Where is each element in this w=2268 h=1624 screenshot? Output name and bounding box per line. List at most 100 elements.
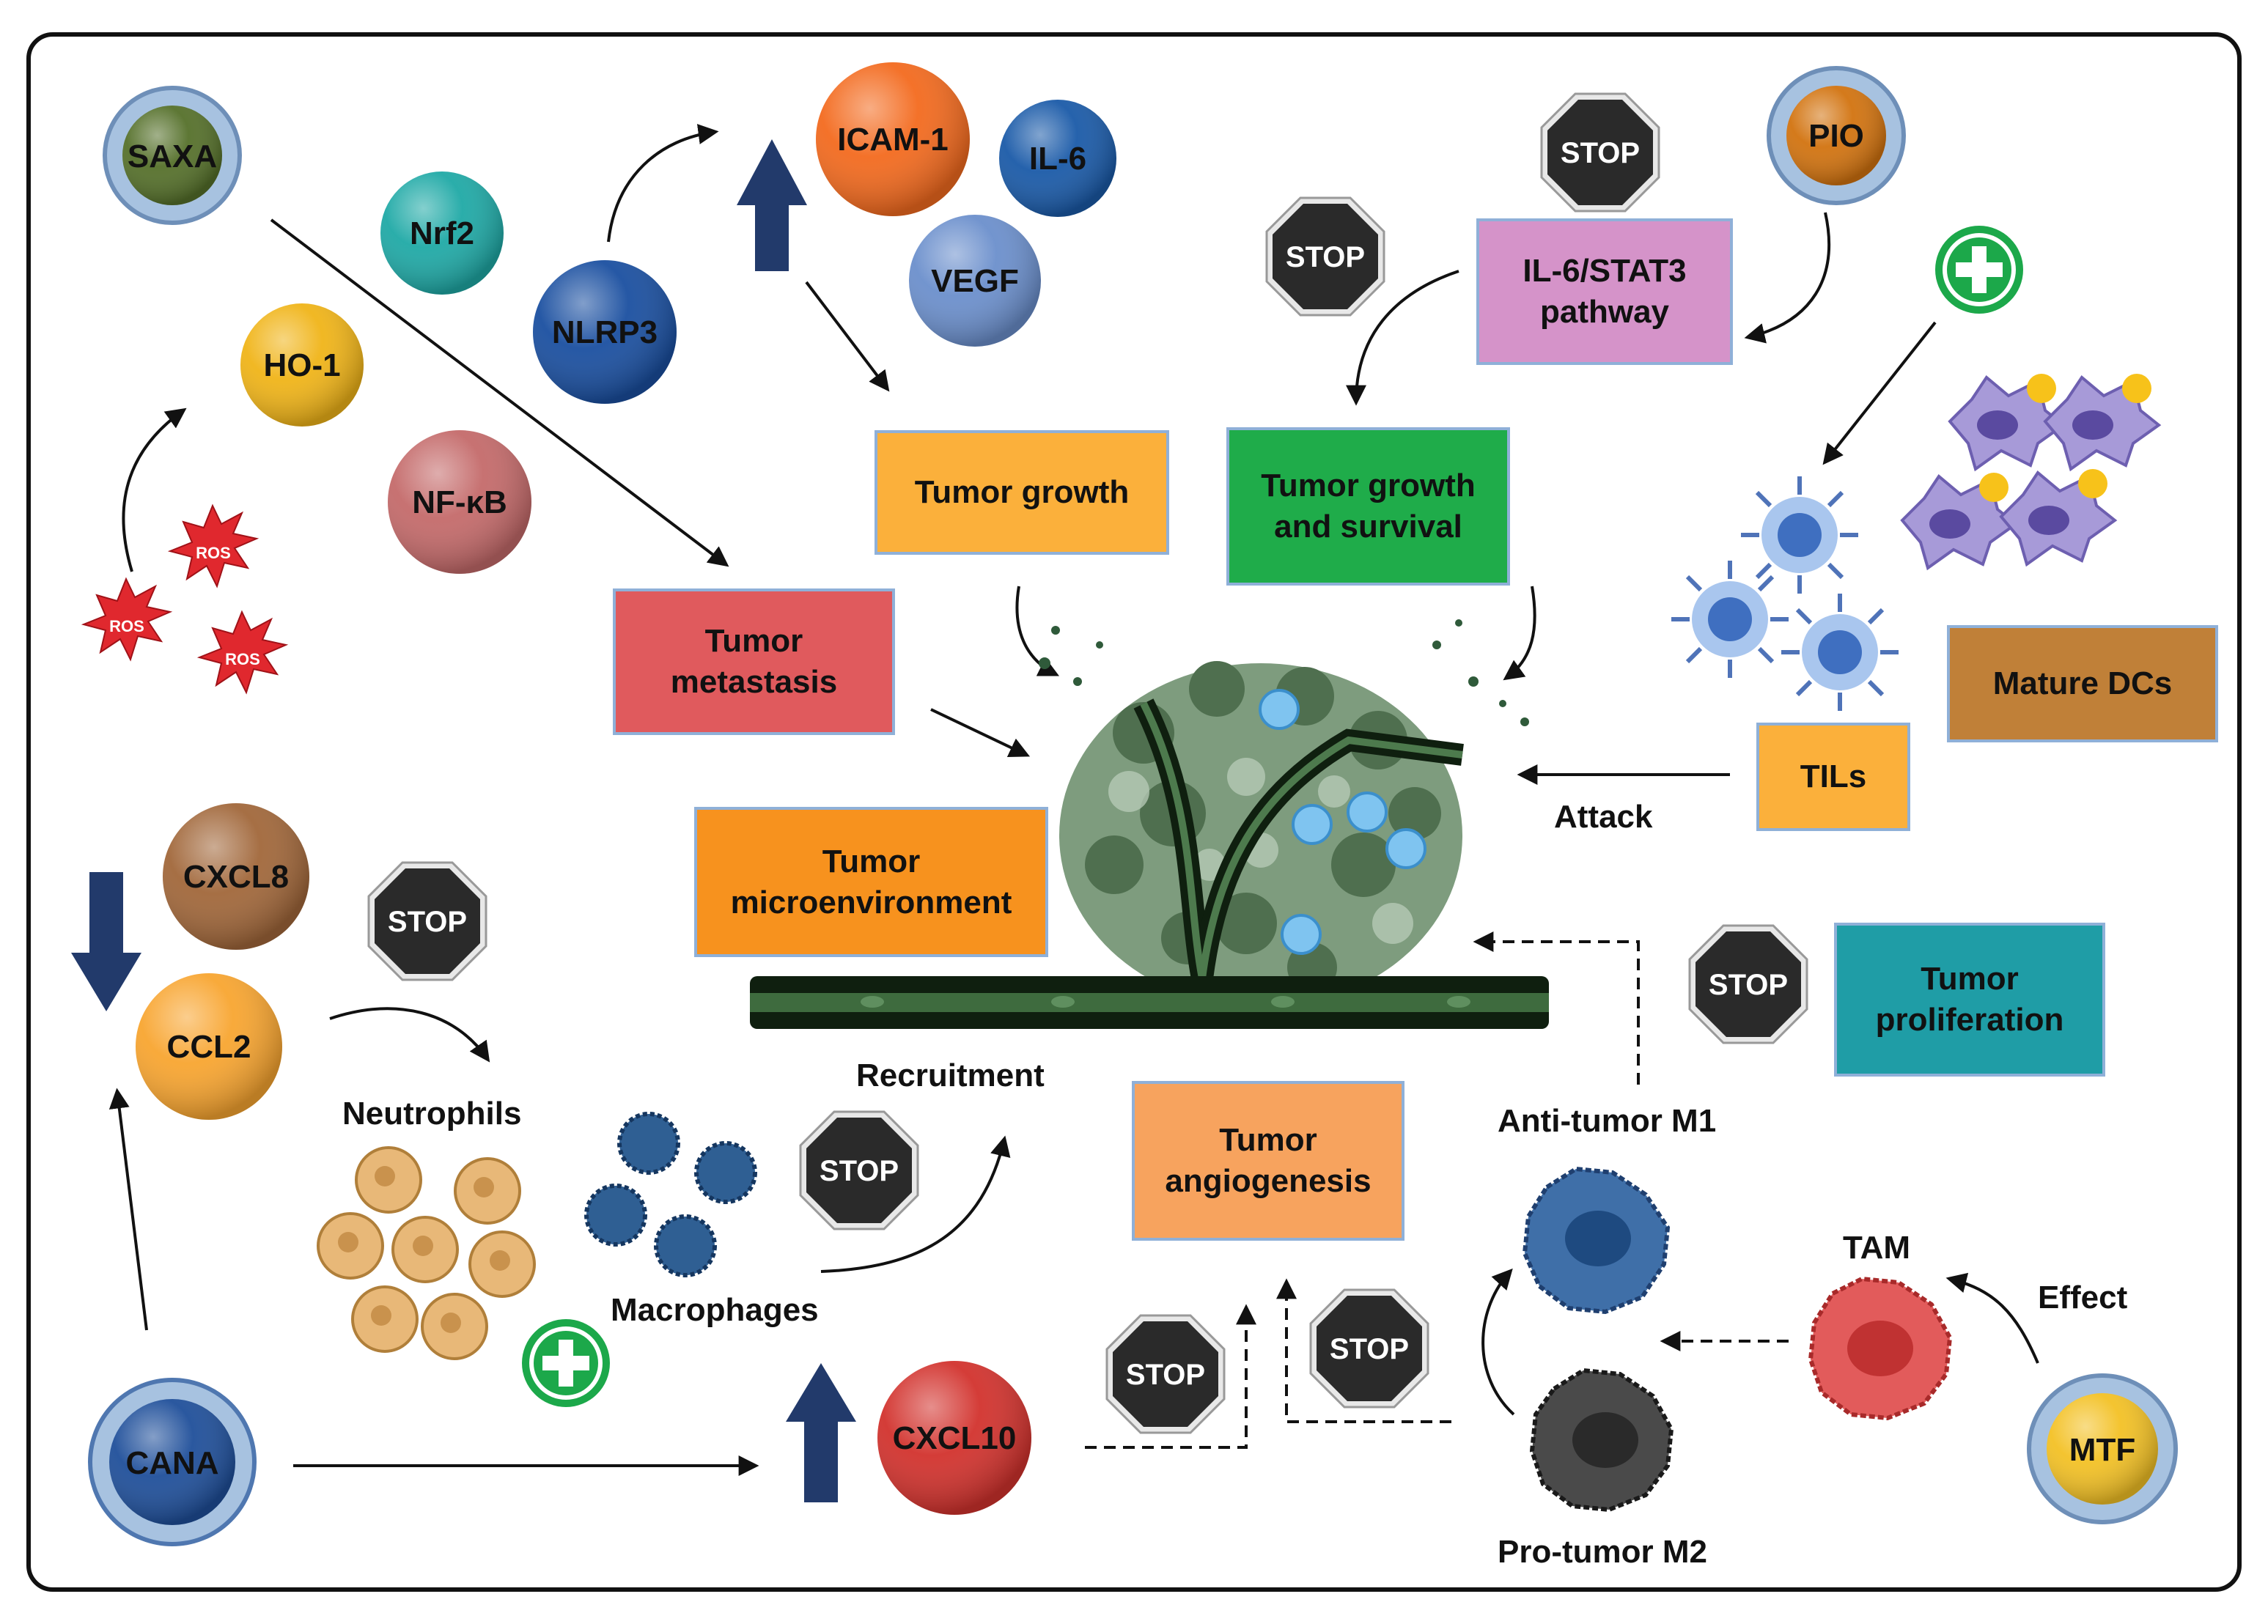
nfkb-label: NF-κB bbox=[412, 484, 507, 520]
ros-label: ROS bbox=[109, 617, 144, 635]
arrow-cana-to-ccl2 bbox=[108, 1088, 148, 1331]
arrow-plus-to-tils bbox=[1822, 321, 1937, 465]
icam1-sphere: ICAM-1 bbox=[816, 62, 970, 216]
stop-label: STOP bbox=[1286, 241, 1365, 273]
dendritic-cell-icon bbox=[1900, 473, 2019, 571]
ros-label: ROS bbox=[196, 544, 231, 562]
arrow-pio-to-il6stat3 bbox=[1744, 212, 1831, 344]
cxcl8-sphere: CXCL8 bbox=[163, 803, 309, 950]
nlrp3-label: NLRP3 bbox=[552, 314, 658, 350]
arrow-saxa-to-metastasis bbox=[270, 218, 729, 567]
pio-label: PIO bbox=[1808, 118, 1864, 154]
m2-macrophage-icon bbox=[1529, 1368, 1674, 1513]
recruitment-label: Recruitment bbox=[856, 1058, 1045, 1093]
nfkb-sphere: NF-κB bbox=[388, 430, 531, 574]
nrf2-label: Nrf2 bbox=[410, 215, 474, 251]
arrow-metastasis-to-tumor bbox=[930, 708, 1031, 757]
tumor-metastasis-box: Tumor metastasis bbox=[613, 588, 895, 735]
arrow-il6stat3-to-survival bbox=[1346, 270, 1459, 406]
ros-star-icon: ROS bbox=[81, 577, 173, 662]
arrow-macrophages-recruitment bbox=[820, 1135, 1011, 1273]
vegf-sphere: VEGF bbox=[909, 215, 1041, 347]
tumor-proliferation-box: Tumor proliferation bbox=[1834, 923, 2105, 1077]
diagram-frame bbox=[26, 32, 2242, 1592]
t-cell-icon bbox=[1741, 476, 1858, 594]
ccl2-label: CCL2 bbox=[167, 1029, 251, 1065]
saxa-label: SAXA bbox=[128, 139, 217, 174]
stop-label: STOP bbox=[820, 1155, 899, 1187]
t-cell-icon bbox=[1671, 561, 1789, 678]
icam1-label: ICAM-1 bbox=[837, 122, 949, 158]
dashed-m1-to-tumor bbox=[1473, 931, 1640, 1085]
attack-label: Attack bbox=[1554, 799, 1653, 835]
stop-sign-icon: STOP bbox=[1540, 92, 1660, 213]
stop-label: STOP bbox=[388, 906, 467, 938]
effect-label: Effect bbox=[2038, 1280, 2128, 1315]
stop-sign-icon: STOP bbox=[1688, 924, 1808, 1044]
arrow-icam-to-growth bbox=[805, 281, 890, 392]
tam-icon bbox=[1808, 1276, 1953, 1421]
tumor-growth-survival-box: Tumor growth and survival bbox=[1226, 427, 1510, 586]
cana-drug: CANA bbox=[88, 1378, 257, 1546]
pro-tumor-m2-label: Pro-tumor M2 bbox=[1498, 1534, 1707, 1570]
il6-label: IL-6 bbox=[1029, 141, 1086, 177]
stop-sign-icon: STOP bbox=[799, 1110, 919, 1230]
macrophages-label: Macrophages bbox=[611, 1292, 819, 1328]
m1-macrophage-icon bbox=[1522, 1166, 1671, 1315]
tils-box: TILs bbox=[1756, 723, 1910, 831]
t-cell-icon bbox=[1781, 594, 1899, 711]
arrow-ccl2-to-neutrophils bbox=[329, 1007, 490, 1063]
dashed-m2-to-angiogenesis bbox=[1276, 1278, 1451, 1423]
pio-drug: PIO bbox=[1767, 66, 1906, 205]
ccl2-sphere: CCL2 bbox=[136, 973, 282, 1120]
dendritic-cell-icon bbox=[1999, 469, 2118, 567]
arrow-ros-to-ho1 bbox=[122, 407, 187, 572]
plus-icon bbox=[1935, 226, 2023, 314]
up-arrow-icon bbox=[737, 139, 807, 271]
tam-label: TAM bbox=[1843, 1230, 1911, 1266]
stop-label: STOP bbox=[1709, 969, 1788, 1001]
down-arrow-icon bbox=[71, 872, 141, 1011]
mtf-label: MTF bbox=[2069, 1432, 2135, 1468]
il6-sphere: IL-6 bbox=[999, 100, 1116, 217]
tumor-microenvironment-box: Tumor microenvironment bbox=[694, 807, 1048, 957]
ros-star-icon: ROS bbox=[167, 503, 259, 588]
mtf-drug: MTF bbox=[2027, 1373, 2178, 1524]
ho1-label: HO-1 bbox=[263, 347, 340, 383]
cxcl10-label: CXCL10 bbox=[893, 1420, 1017, 1456]
stop-label: STOP bbox=[1561, 137, 1640, 169]
arrow-survival-to-tumor bbox=[1503, 586, 1536, 681]
ros-star-icon: ROS bbox=[196, 610, 289, 695]
dashed-cxcl10-to-angiogenesis-a bbox=[1085, 1304, 1256, 1449]
neutrophils-label: Neutrophils bbox=[342, 1096, 522, 1132]
tumor-angiogenesis-box: Tumor angiogenesis bbox=[1132, 1081, 1404, 1241]
stop-label: STOP bbox=[1330, 1333, 1409, 1365]
arrow-nlrp3-to-icam bbox=[607, 124, 719, 243]
arrow-mtf-to-tam bbox=[1945, 1272, 2039, 1364]
cana-label: CANA bbox=[125, 1445, 218, 1481]
ros-label: ROS bbox=[225, 650, 260, 668]
plus-icon bbox=[522, 1319, 610, 1407]
nrf2-sphere: Nrf2 bbox=[380, 171, 504, 295]
mature-dcs-box: Mature DCs bbox=[1947, 625, 2218, 742]
dendritic-cell-icon bbox=[2043, 374, 2162, 472]
macrophage-cluster-icon bbox=[584, 1112, 757, 1277]
tumor-growth-box: Tumor growth bbox=[875, 430, 1169, 555]
il6-stat3-box: IL-6/STAT3 pathway bbox=[1476, 218, 1733, 365]
vegf-label: VEGF bbox=[931, 263, 1019, 299]
stop-sign-icon: STOP bbox=[367, 861, 487, 981]
cxcl10-sphere: CXCL10 bbox=[877, 1361, 1031, 1515]
tumor-illustration bbox=[750, 619, 1549, 1029]
anti-tumor-m1-label: Anti-tumor M1 bbox=[1498, 1103, 1717, 1139]
stop-sign-icon: STOP bbox=[1105, 1314, 1226, 1434]
stop-sign-icon: STOP bbox=[1309, 1288, 1429, 1409]
stop-sign-icon: STOP bbox=[1265, 196, 1385, 317]
saxa-drug: SAXA bbox=[103, 86, 242, 225]
arrow-m2-to-m1 bbox=[1481, 1268, 1515, 1416]
nlrp3-sphere: NLRP3 bbox=[533, 260, 677, 404]
up-arrow-cxcl10-icon bbox=[786, 1363, 856, 1502]
ho1-sphere: HO-1 bbox=[240, 303, 364, 427]
stop-label: STOP bbox=[1126, 1359, 1205, 1391]
cxcl8-label: CXCL8 bbox=[183, 859, 289, 895]
